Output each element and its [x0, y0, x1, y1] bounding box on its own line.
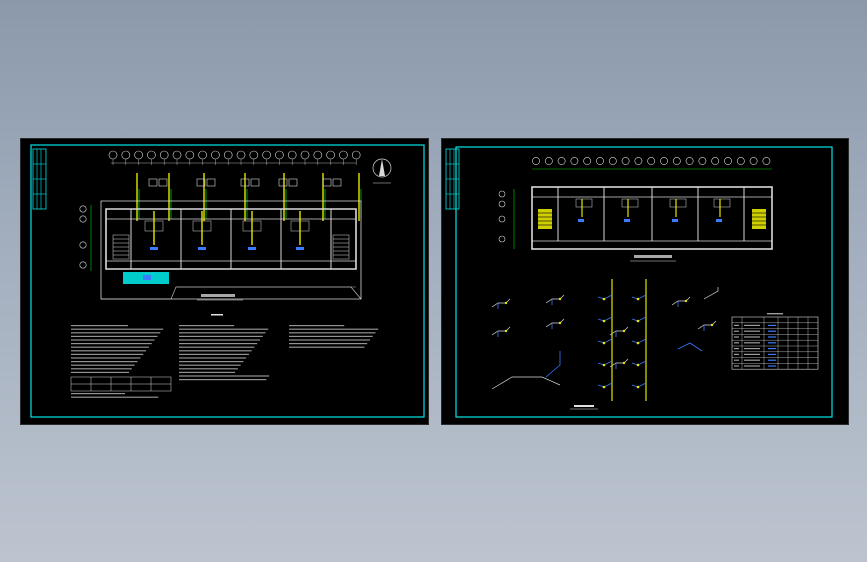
drawing-sheet-right[interactable]: [441, 138, 849, 425]
plan-title: [197, 294, 243, 316]
side-axis-bubbles: [498, 189, 515, 249]
drawing-sheet-left[interactable]: [20, 138, 429, 425]
binding-strip: [32, 148, 47, 210]
stair-right: [332, 234, 350, 260]
pipe-risers: [136, 173, 362, 221]
legend-table: [731, 313, 819, 370]
stair-left: [112, 234, 130, 260]
north-arrow: [372, 158, 392, 184]
sheet-right-canvas: [445, 146, 833, 418]
isometric-pipe-diagram: [491, 279, 719, 401]
sheet-frame: [30, 144, 425, 418]
stair-left: [538, 209, 552, 229]
notes-table: [70, 376, 172, 392]
axis-bubble-row: [532, 157, 771, 165]
fixture-row-top: [148, 178, 342, 187]
tank-marker: [143, 275, 151, 280]
binding-strip: [445, 148, 460, 210]
sheet-frame: [455, 146, 833, 418]
room-partitions: [557, 187, 745, 241]
room-partitions: [130, 209, 332, 269]
diagram-title: [570, 405, 598, 410]
plan-title: [630, 255, 676, 262]
sheet-left-canvas: [30, 144, 425, 418]
axis-bubble-row: [108, 150, 361, 165]
building-plan: [100, 200, 362, 300]
stair-right: [752, 209, 766, 229]
design-notes: [71, 325, 379, 398]
side-axis-bubbles: [79, 205, 92, 271]
